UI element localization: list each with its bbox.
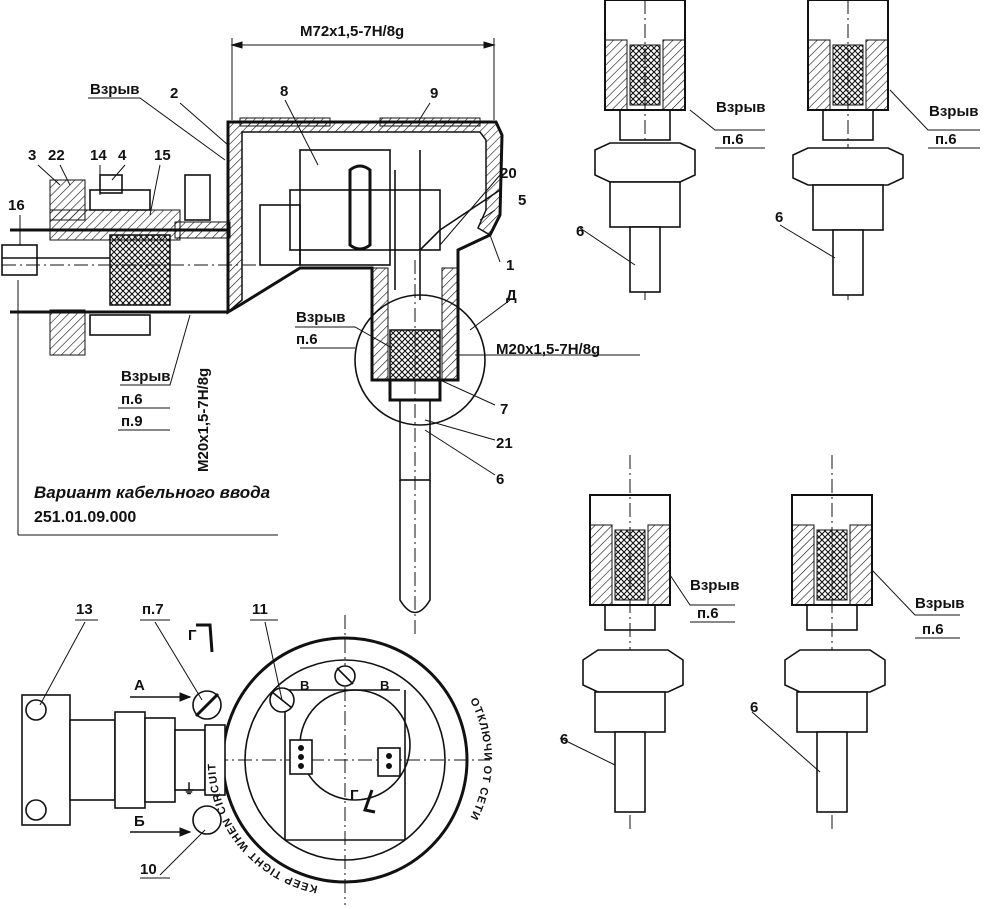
note-vzryv-2: Взрыв	[296, 309, 345, 326]
callout-9: 9	[430, 85, 438, 102]
dim-side-thread: M20x1,5-7H/8g	[195, 368, 212, 472]
note-p6-v3: п.6	[697, 605, 719, 622]
note-p6-v2: п.6	[935, 131, 957, 148]
probe-variant-3	[559, 455, 735, 830]
section-v-left: В	[300, 678, 309, 693]
callout-22: 22	[48, 147, 65, 164]
callout-15: 15	[154, 147, 171, 164]
dim-vertical-thread: M20x1,5-7H/8g	[496, 341, 600, 358]
note-vzryv-v4: Взрыв	[915, 595, 964, 612]
callout-3: 3	[28, 147, 36, 164]
callout-8: 8	[280, 83, 288, 100]
note-vzryv-v1: Взрыв	[716, 99, 765, 116]
plan-view	[21, 615, 490, 905]
section-g-top: Г	[188, 627, 197, 644]
ground-symbol: ⏚	[182, 781, 196, 797]
main-section-view	[1, 38, 640, 635]
note-vzryv-v2: Взрыв	[929, 103, 978, 120]
callout-2: 2	[170, 85, 178, 102]
callout-detail-d: Д	[506, 287, 517, 304]
note-p6-2: п.6	[296, 331, 318, 348]
callout-7: 7	[500, 401, 508, 418]
cable-entry-code: 251.01.09.000	[34, 509, 136, 526]
cable-entry-title: Вариант кабельного ввода	[34, 483, 270, 502]
arrow-b-label: Б	[134, 813, 145, 830]
note-vzryv-v3: Взрыв	[690, 577, 739, 594]
probe-variant-1	[579, 0, 765, 300]
note-vzryv-1: Взрыв	[90, 81, 139, 98]
callout-6: 6	[496, 471, 504, 488]
callout-6-v3: 6	[560, 731, 568, 748]
arrow-a-label: А	[134, 677, 145, 694]
callout-6-v1: 6	[576, 223, 584, 240]
callout-p7: п.7	[142, 601, 164, 618]
note-p6-v1: п.6	[722, 131, 744, 148]
callout-16: 16	[8, 197, 25, 214]
callout-1: 1	[506, 257, 514, 274]
ring-text-right: ОТКЛЮЧИ ОТ СЕТИ	[467, 696, 493, 822]
probe-variant-4	[751, 455, 960, 830]
note-p9: п.9	[121, 413, 143, 430]
callout-6-v2: 6	[775, 209, 783, 226]
dim-top-thread: M72x1,5-7H/8g	[300, 23, 404, 40]
callout-10: 10	[140, 861, 157, 878]
callout-6-v4: 6	[750, 699, 758, 716]
callout-5: 5	[518, 192, 526, 209]
callout-14: 14	[90, 147, 107, 164]
section-g-bottom: Г	[350, 787, 359, 804]
callout-20: 20	[500, 165, 517, 182]
callout-4: 4	[118, 147, 127, 164]
section-v-right: В	[380, 678, 389, 693]
note-p6-3: п.6	[121, 391, 143, 408]
note-p6-v4: п.6	[922, 621, 944, 638]
callout-11: 11	[252, 601, 268, 618]
callout-13: 13	[76, 601, 93, 618]
note-vzryv-3: Взрыв	[121, 368, 170, 385]
callout-21: 21	[496, 435, 513, 452]
probe-variant-2	[779, 0, 980, 300]
